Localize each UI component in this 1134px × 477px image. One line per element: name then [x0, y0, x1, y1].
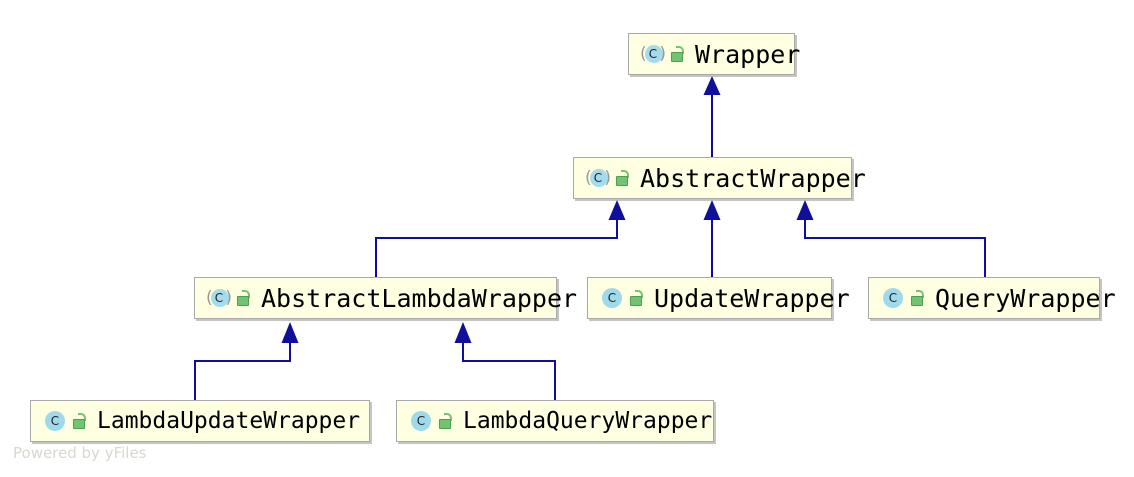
- class-node-label: UpdateWrapper: [654, 283, 850, 313]
- unlocked-padlock-icon: [236, 289, 251, 307]
- class-node-abstract-lambda-wrapper[interactable]: (C) AbstractLambdaWrapper: [194, 277, 577, 319]
- class-node-label: AbstractWrapper: [640, 163, 866, 193]
- edge-query-wrapper-to-abstract-wrapper: [804, 220, 986, 277]
- class-node-wrapper[interactable]: (C) Wrapper: [628, 33, 800, 75]
- class-node-lambda-update-wrapper[interactable]: C LambdaUpdateWrapper: [30, 400, 370, 442]
- node-icon-group: (C): [206, 287, 251, 309]
- unlocked-padlock-icon: [629, 289, 644, 307]
- edge-abstract-wrapper-to-wrapper-arrow: [703, 76, 721, 95]
- class-node-label: Wrapper: [695, 39, 801, 69]
- unlocked-padlock-icon: [72, 412, 87, 430]
- class-node-label: LambdaUpdateWrapper: [97, 407, 361, 434]
- unlocked-padlock-icon: [670, 45, 685, 63]
- class-node-lambda-query-wrapper[interactable]: C LambdaQueryWrapper: [396, 400, 714, 442]
- abstract-class-icon: (C): [206, 288, 232, 308]
- node-icon-group: C: [408, 410, 453, 432]
- edge-lambda-update-wrapper-to-abstract-lambda-wrapper: [194, 343, 291, 400]
- node-icon-group: (C): [585, 167, 630, 189]
- edge-query-wrapper-arrow: [796, 200, 814, 220]
- node-icon-group: C: [42, 410, 87, 432]
- edge-update-wrapper-arrow: [703, 200, 721, 220]
- class-node-abstract-wrapper[interactable]: (C) AbstractWrapper: [573, 157, 866, 199]
- node-icon-group: C: [880, 287, 925, 309]
- class-icon: C: [880, 287, 906, 309]
- edge-abstract-lambda-wrapper-arrow: [608, 200, 626, 220]
- abstract-class-icon: (C): [640, 44, 666, 64]
- class-icon: C: [42, 410, 68, 432]
- node-icon-group: C: [599, 287, 644, 309]
- class-node-label: AbstractLambdaWrapper: [261, 283, 578, 313]
- yfiles-watermark: Powered by yFiles: [13, 444, 147, 462]
- class-node-label: QueryWrapper: [935, 283, 1116, 313]
- unlocked-padlock-icon: [438, 412, 453, 430]
- class-icon: C: [408, 410, 434, 432]
- edge-lambda-query-wrapper-arrow: [454, 322, 472, 343]
- class-node-label: LambdaQueryWrapper: [463, 407, 713, 434]
- unlocked-padlock-icon: [615, 169, 630, 187]
- abstract-class-icon: (C): [585, 168, 611, 188]
- unlocked-padlock-icon: [910, 289, 925, 307]
- edge-lambda-query-wrapper-to-abstract-lambda-wrapper: [462, 343, 556, 400]
- class-node-update-wrapper[interactable]: C UpdateWrapper: [587, 277, 850, 319]
- class-node-query-wrapper[interactable]: C QueryWrapper: [868, 277, 1116, 319]
- node-icon-group: (C): [640, 43, 685, 65]
- class-icon: C: [599, 287, 625, 309]
- edge-lambda-update-wrapper-arrow: [281, 322, 299, 343]
- edge-abstract-lambda-wrapper-to-abstract-wrapper: [375, 220, 618, 277]
